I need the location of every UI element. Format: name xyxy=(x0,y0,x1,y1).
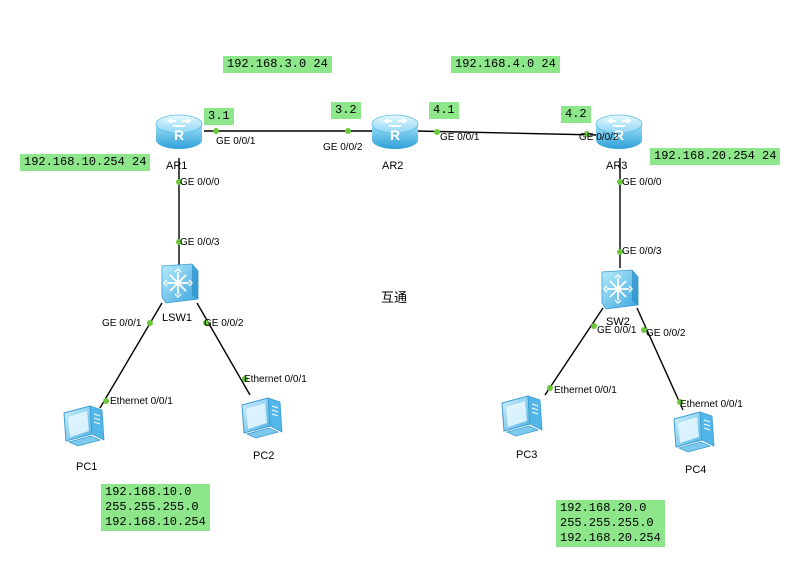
port-dot xyxy=(547,385,553,391)
port-dot xyxy=(203,320,209,326)
port-label-sw2-g001: GE 0/0/1 xyxy=(597,325,637,336)
label-ar2: AR2 xyxy=(382,160,404,172)
port-label-pc3-eth: Ethernet 0/0/1 xyxy=(554,385,617,396)
port-label-ar1-g001: GE 0/0/1 xyxy=(216,136,256,147)
port-label-lsw1-g002: GE 0/0/2 xyxy=(204,318,244,329)
port-label-lsw1-g001: GE 0/0/1 xyxy=(102,318,142,329)
note-right-network: 192.168.20.0 255.255.255.0 192.168.20.25… xyxy=(556,500,665,547)
port-label-ar3-g000: GE 0/0/0 xyxy=(622,177,662,188)
link-sw2-pc3 xyxy=(544,307,604,396)
note-ar3-ip: 4.2 xyxy=(561,106,591,123)
note-ar3-lan: 192.168.20.254 24 xyxy=(650,148,781,165)
port-dot xyxy=(584,131,590,137)
note-net-192-168-4: 192.168.4.0 24 xyxy=(451,56,560,73)
port-dot xyxy=(176,239,182,245)
port-label-ar3-g002: GE 0/0/2 xyxy=(579,132,619,143)
label-ar3: AR3 xyxy=(606,160,628,172)
pc-icon[interactable] xyxy=(63,405,105,447)
port-label-sw2-g003: GE 0/0/3 xyxy=(622,246,662,257)
pc-icon[interactable] xyxy=(501,395,543,437)
label-pc3: PC3 xyxy=(516,449,538,461)
switch-icon[interactable] xyxy=(161,263,199,304)
port-dot xyxy=(242,376,248,382)
note-ar2-ip-left: 3.2 xyxy=(331,102,361,119)
link-lsw1-pc1 xyxy=(99,302,163,409)
label-ar1: AR1 xyxy=(166,160,188,172)
label-pc2: PC2 xyxy=(253,450,275,462)
interconnect-text: 互通 xyxy=(381,291,408,306)
note-left-network: 192.168.10.0 255.255.255.0 192.168.10.25… xyxy=(101,484,210,531)
label-lsw1: LSW1 xyxy=(162,312,192,324)
switch-icon[interactable] xyxy=(601,269,639,310)
port-label-lsw1-g003: GE 0/0/3 xyxy=(180,237,220,248)
note-net-192-168-3: 192.168.3.0 24 xyxy=(223,56,332,73)
port-dot xyxy=(147,320,153,326)
port-dot xyxy=(641,327,647,333)
note-ar1-lan: 192.168.10.254 24 xyxy=(20,154,151,171)
label-pc4: PC4 xyxy=(685,464,707,476)
port-label-pc2-eth: Ethernet 0/0/1 xyxy=(244,374,307,385)
label-sw2: SW2 xyxy=(606,316,630,328)
label-pc1: PC1 xyxy=(76,461,98,473)
link-sw2-pc4 xyxy=(636,307,684,411)
router-icon[interactable] xyxy=(155,114,203,150)
port-label-ar1-g000: GE 0/0/0 xyxy=(180,177,220,188)
note-ar2-ip-right: 4.1 xyxy=(429,102,459,119)
port-label-ar2-g001: GE 0/0/1 xyxy=(440,132,480,143)
link-lsw1-pc2 xyxy=(196,302,251,396)
port-dot xyxy=(677,399,683,405)
port-label-pc4-eth: Ethernet 0/0/1 xyxy=(680,399,743,410)
port-dot xyxy=(213,128,219,134)
link-ar2-ar3 xyxy=(415,130,599,136)
port-dots xyxy=(103,128,683,405)
port-label-pc1-eth: Ethernet 0/0/1 xyxy=(110,396,173,407)
port-dot xyxy=(591,323,597,329)
port-dot xyxy=(617,249,623,255)
port-dot xyxy=(345,128,351,134)
note-ar1-ip: 3.1 xyxy=(204,108,234,125)
port-label-ar2-g002: GE 0/0/2 xyxy=(323,142,363,153)
port-dot xyxy=(103,398,109,404)
port-label-sw2-g002: GE 0/0/2 xyxy=(646,328,686,339)
router-icon[interactable] xyxy=(371,114,419,150)
port-dot xyxy=(434,129,440,135)
pc-icon[interactable] xyxy=(241,397,283,439)
port-dot xyxy=(617,179,623,185)
pc-icon[interactable] xyxy=(673,411,715,453)
port-dot xyxy=(176,179,182,185)
